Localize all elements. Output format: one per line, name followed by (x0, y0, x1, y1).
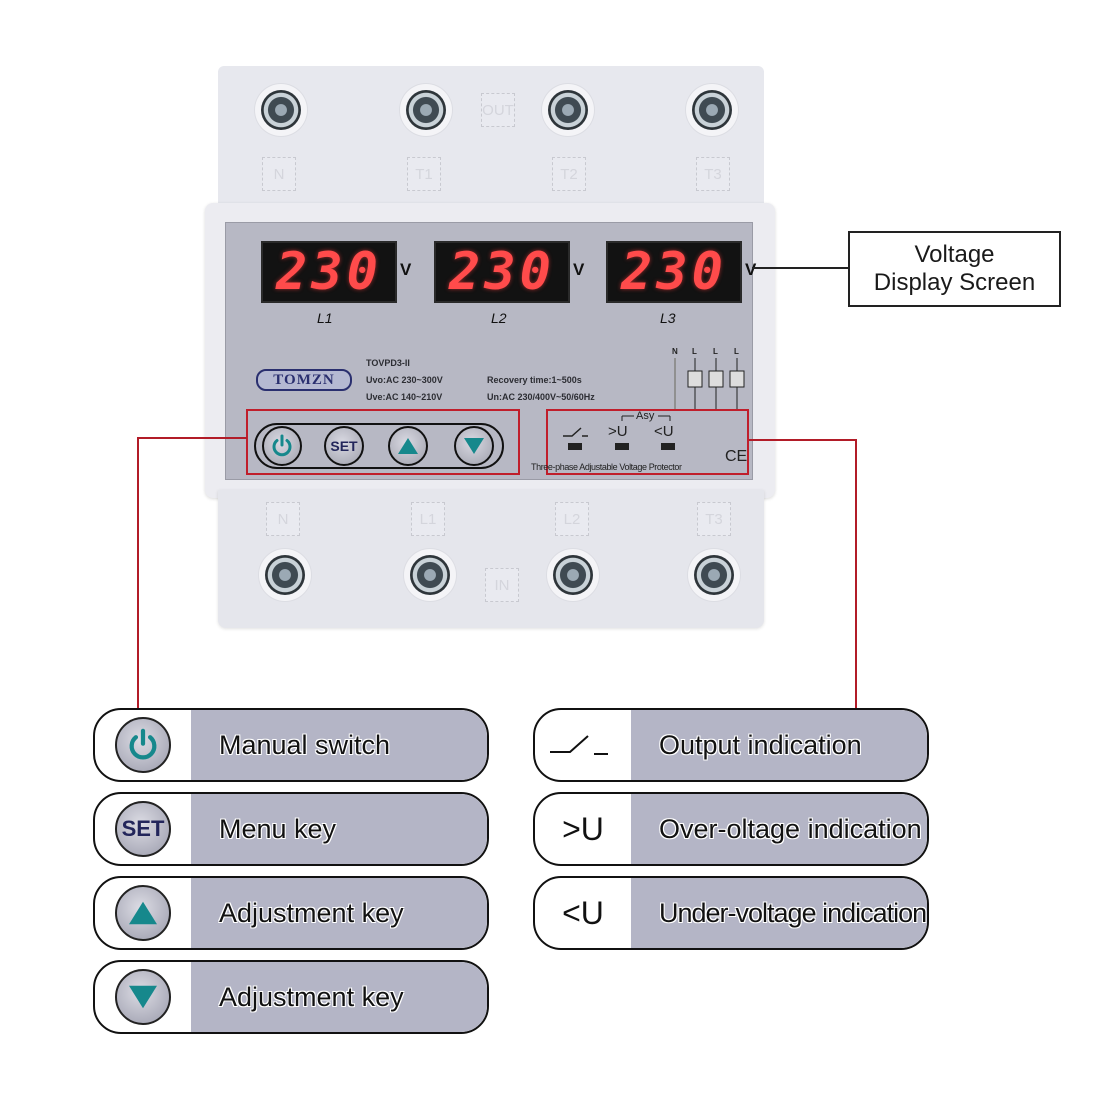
spec-rated: Un:AC 230/400V~50/60Hz (487, 392, 595, 402)
legend-row-over-voltage: >U Over-oltage indication (533, 792, 929, 866)
callout-line1: Voltage (914, 241, 995, 268)
power-icon (129, 728, 157, 760)
indicator-symbols (563, 415, 675, 450)
terminal-in-label: IN (485, 568, 519, 602)
terminal-label: N (262, 157, 296, 191)
set-button[interactable]: SET (324, 426, 364, 466)
over-voltage-led (615, 443, 629, 450)
legend-row-adjust-up: Adjustment key (93, 876, 489, 950)
buttons-highlight-box (246, 409, 520, 475)
under-voltage-symbol: <U (654, 423, 674, 440)
spec-over: Uvo:AC 230~300V (366, 375, 443, 385)
product-name: Three-phase Adjustable Voltage Protector (531, 462, 682, 472)
voltage-display-l1: 230 (261, 241, 397, 303)
screw-icon (694, 555, 734, 595)
unit-label: V (400, 260, 412, 279)
terminal-label: L1 (411, 502, 445, 536)
line-label: L1 (317, 310, 333, 326)
button-bezel (254, 423, 504, 469)
svg-text:N: N (672, 347, 678, 356)
down-triangle-icon (129, 985, 157, 1009)
power-button[interactable] (262, 426, 302, 466)
connector-line (137, 437, 247, 439)
line-label: L3 (660, 310, 676, 326)
terminal-label: T3 (697, 502, 731, 536)
device-bottom-housing (218, 490, 764, 628)
terminal-out-label: OUT (481, 93, 515, 127)
down-triangle-icon (464, 438, 484, 454)
spec-under: Uve:AC 140~210V (366, 392, 443, 402)
under-voltage-symbol-icon: <U (562, 894, 604, 931)
svg-text:L: L (713, 347, 718, 356)
legend-label: Output indication (631, 710, 927, 780)
screw-icon (548, 90, 588, 130)
output-led (568, 443, 582, 450)
up-button[interactable] (388, 426, 428, 466)
callout-leader-line (752, 267, 848, 269)
spec-recovery: Recovery time:1~500s (487, 375, 582, 385)
over-voltage-symbol-icon: >U (562, 810, 604, 847)
terminal-label: L2 (555, 502, 589, 536)
up-triangle-icon (129, 901, 157, 925)
ce-mark: CE (725, 448, 748, 465)
power-button-icon (115, 717, 171, 773)
under-voltage-led (661, 443, 675, 450)
screw-icon (265, 555, 305, 595)
power-icon (272, 434, 292, 457)
asy-label: Asy (636, 410, 655, 422)
terminal-label: N (266, 502, 300, 536)
legend-label: Under-voltage indication (631, 878, 927, 948)
indicators-highlight-box (546, 409, 749, 475)
connector-line (137, 437, 139, 710)
terminal-label: T1 (407, 157, 441, 191)
terminal-label: T2 (552, 157, 586, 191)
unit-label: V (573, 260, 585, 279)
screw-icon (553, 555, 593, 595)
unit-label: V (745, 260, 757, 279)
screw-icon (406, 90, 446, 130)
switch-icon (563, 427, 582, 437)
brand-logo: TOMZN (256, 369, 352, 391)
model-label: TOVPD3-II (366, 358, 410, 368)
legend-row-manual-switch: Manual switch (93, 708, 489, 782)
legend-label: Adjustment key (191, 962, 487, 1032)
legend-label: Over-oltage indication (631, 794, 927, 864)
device-top-housing (218, 66, 764, 216)
svg-text:L: L (692, 347, 697, 356)
legend-label: Adjustment key (191, 878, 487, 948)
line-label: L2 (491, 310, 507, 326)
legend-label: Menu key (191, 794, 487, 864)
screw-icon (692, 90, 732, 130)
voltage-display-callout: Voltage Display Screen (848, 231, 1061, 307)
terminal-label: T3 (696, 157, 730, 191)
over-voltage-symbol: >U (608, 423, 628, 440)
switch-symbol-icon (550, 735, 608, 755)
legend-row-output: Output indication (533, 708, 929, 782)
screw-icon (410, 555, 450, 595)
down-button[interactable] (454, 426, 494, 466)
up-triangle-icon (398, 438, 418, 454)
svg-text:L: L (734, 347, 739, 356)
up-button-icon (115, 885, 171, 941)
set-button-icon: SET (115, 801, 171, 857)
callout-line2: Display Screen (873, 269, 1036, 296)
voltage-display-l3: 230 (606, 241, 742, 303)
legend-row-menu-key: SET Menu key (93, 792, 489, 866)
legend-label: Manual switch (191, 710, 487, 780)
screw-icon (261, 90, 301, 130)
connector-line (855, 439, 857, 710)
voltage-display-l2: 230 (434, 241, 570, 303)
legend-row-under-voltage: <U Under-voltage indication (533, 876, 929, 950)
wiring-diagram-icon: N L L L (672, 347, 745, 410)
legend-row-adjust-down: Adjustment key (93, 960, 489, 1034)
connector-line (749, 439, 857, 441)
down-button-icon (115, 969, 171, 1025)
